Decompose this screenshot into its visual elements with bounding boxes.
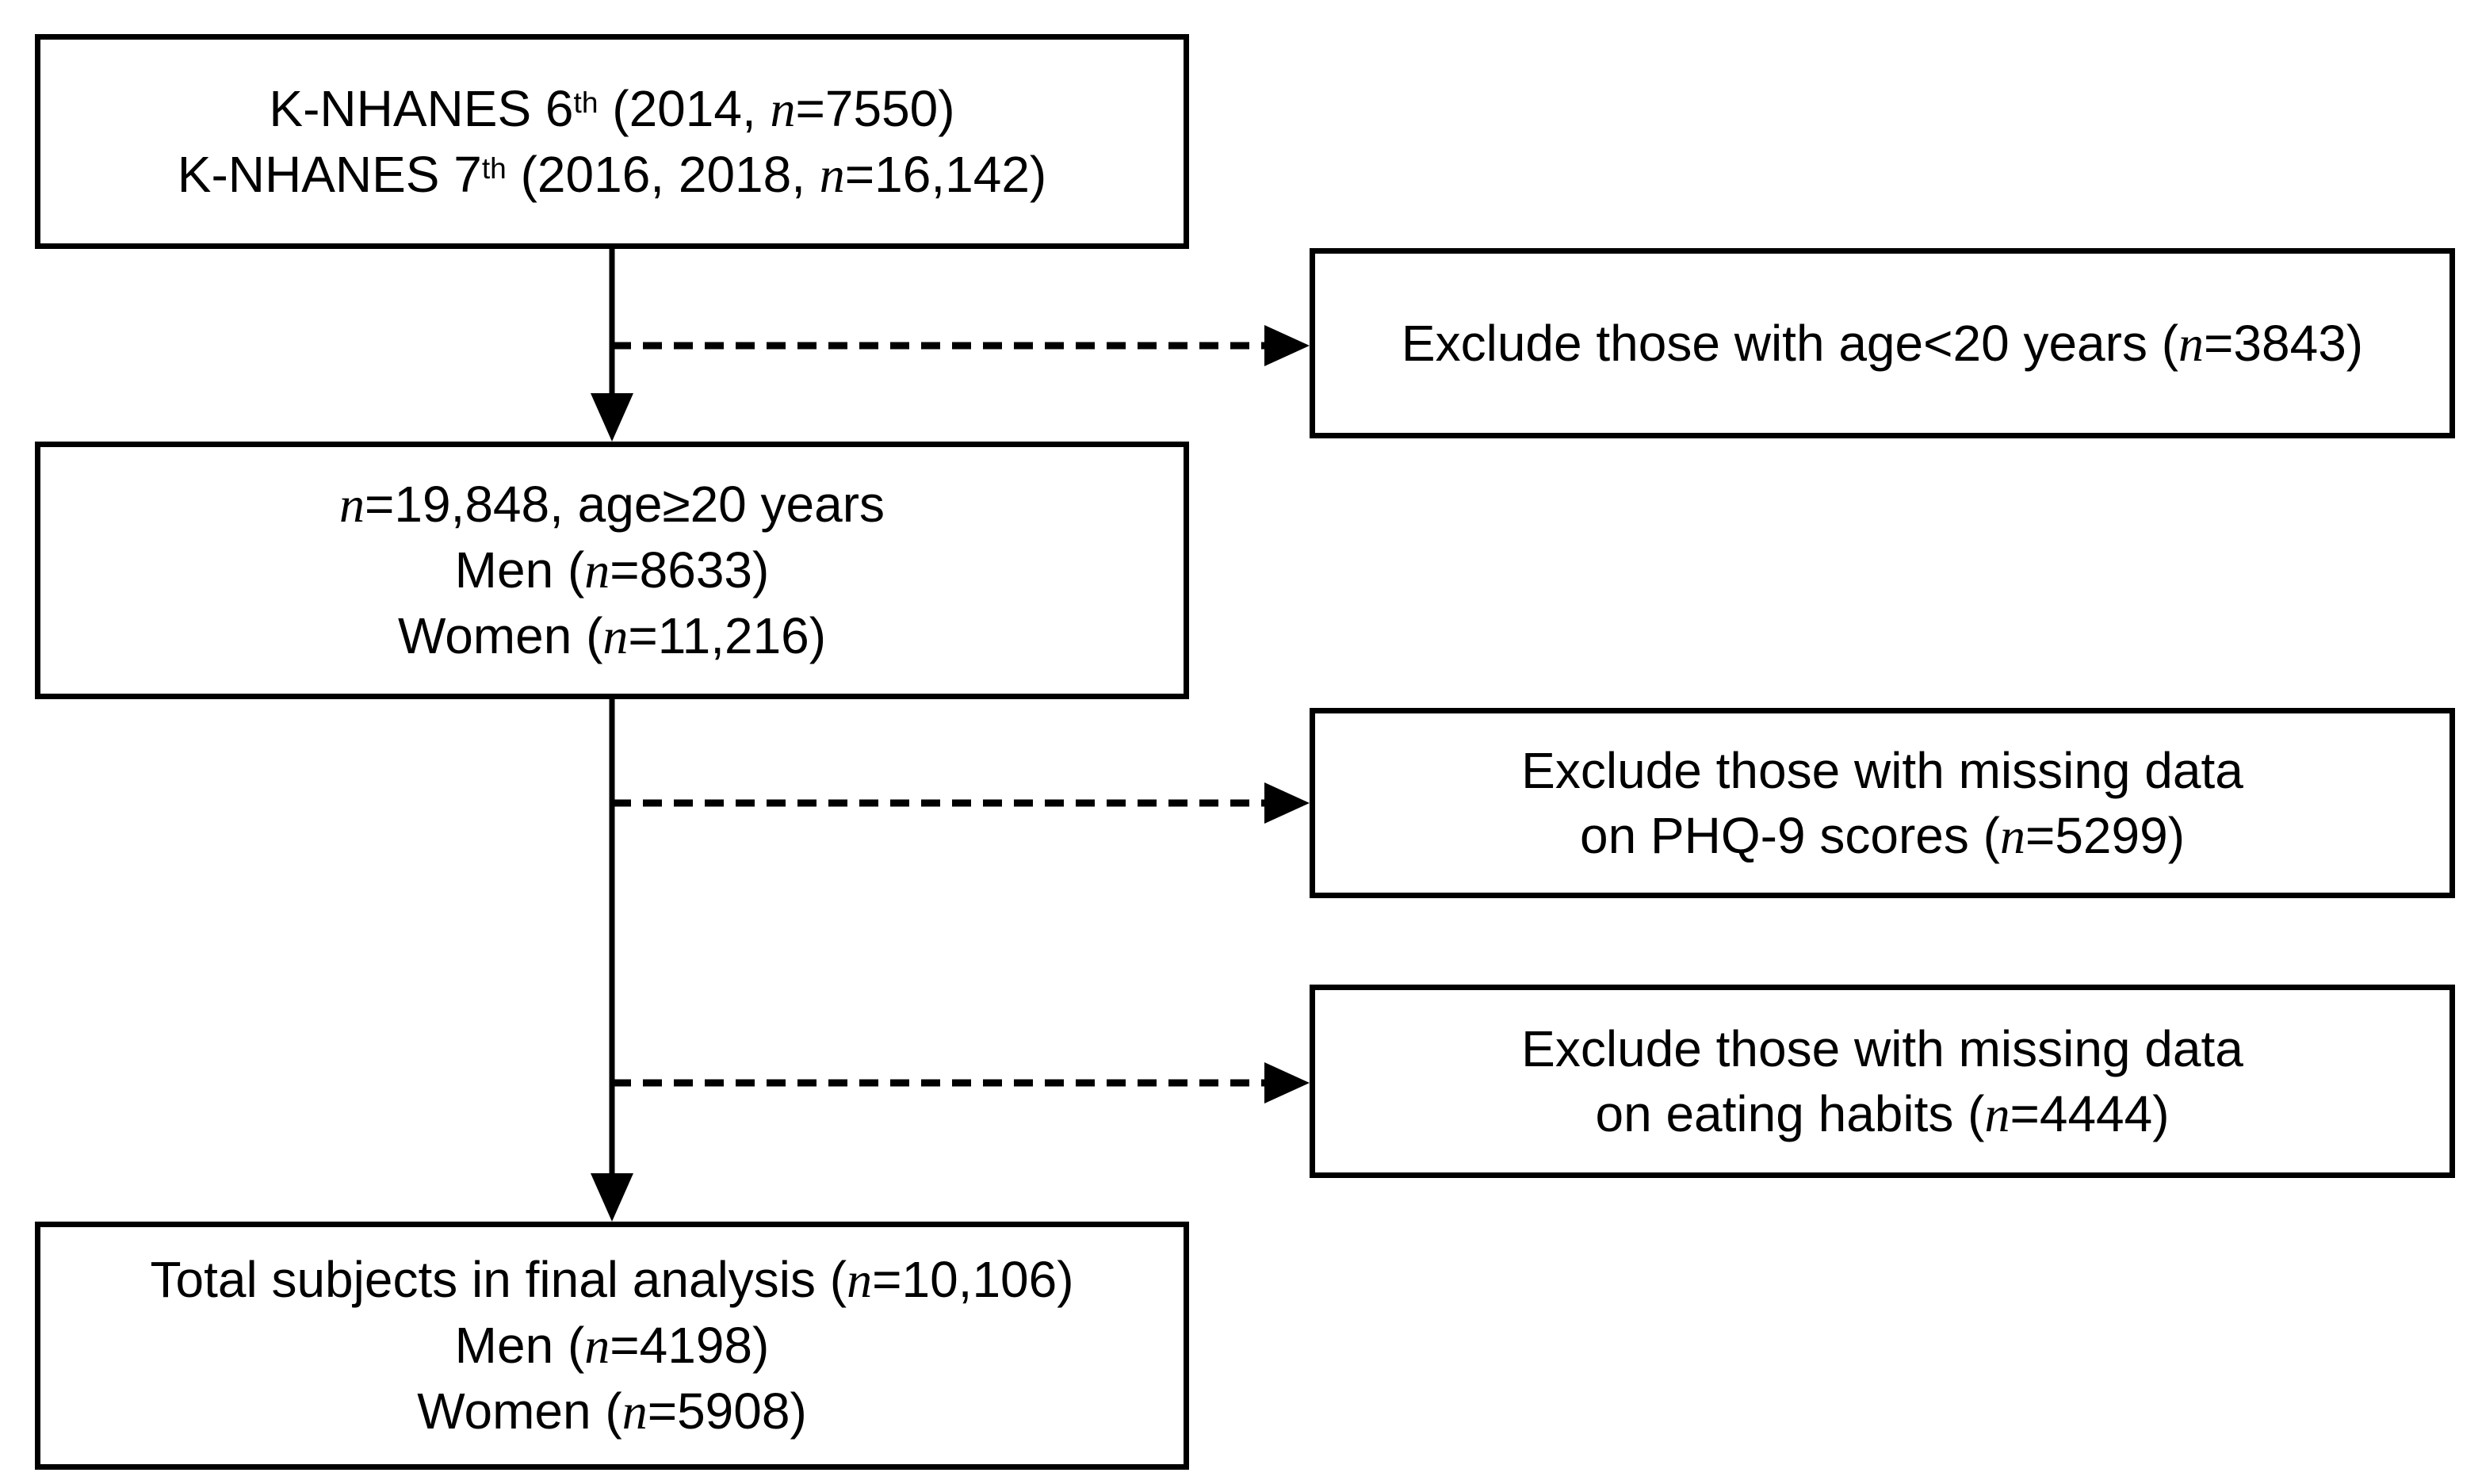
italic-n-symbol: n [1999,807,2025,864]
text-segment: K-NHANES 6 [269,79,574,137]
text-segment: K-NHANES 7 [177,145,482,203]
text-segment: on eating habits ( [1595,1084,1985,1142]
box-line: on eating habits (n=4444) [1595,1081,2169,1147]
text-segment: Women ( [397,607,603,664]
sample-size-value: =4444) [2010,1084,2170,1142]
text-segment: on PHQ-9 scores ( [1580,806,2000,864]
text-segment: Men ( [454,541,585,599]
italic-n-symbol: n [2178,315,2205,372]
box-line: Women (n=11,216) [398,603,826,669]
sample-size-value: =3843) [2204,314,2364,372]
text-segment: Men ( [454,1317,585,1374]
box-line: Total subjects in final analysis (n=10,1… [150,1247,1073,1313]
text-segment: Exclude those with age<20 years ( [1401,314,2179,372]
arrowhead-down-icon [591,1173,633,1222]
sample-size-value: =19,848, age≥20 years [364,476,885,533]
box-line: Exclude those with missing data [1521,738,2243,803]
box-line: K-NHANES 6th (2014, n=7550) [269,76,954,142]
box-line: Men (n=8633) [455,537,770,603]
box-line: n=19,848, age≥20 years [339,472,885,537]
box-line: on PHQ-9 scores (n=5299) [1580,803,2185,869]
italic-n-symbol: n [847,1252,873,1308]
italic-n-symbol: n [1984,1085,2010,1142]
text-segment: (2016, 2018, [506,145,820,203]
italic-n-symbol: n [770,80,796,137]
text-segment: Exclude those with missing data [1521,1019,2243,1077]
sample-size-value: =10,106) [872,1251,1074,1308]
text-segment: Total subjects in final analysis ( [150,1251,847,1308]
sample-size-value: =5908) [647,1383,807,1440]
arrowhead-right-icon [1264,1062,1310,1103]
box-line: Exclude those with age<20 years (n=3843) [1402,311,2363,377]
italic-n-symbol: n [819,146,845,203]
italic-n-symbol: n [584,1318,610,1374]
box-final-analysis: Total subjects in final analysis (n=10,1… [35,1222,1189,1470]
sample-size-value: =4198) [610,1317,770,1374]
italic-n-symbol: n [621,1383,648,1440]
box-knhanes-source: K-NHANES 6th (2014, n=7550) K-NHANES 7th… [35,34,1189,249]
sample-size-value: =11,216) [628,607,827,664]
italic-n-symbol: n [602,608,629,664]
text-segment: (2014, [598,79,771,137]
text-segment: Women ( [417,1383,622,1440]
arrowhead-right-icon [1264,325,1310,366]
box-age-filtered: n=19,848, age≥20 years Men (n=8633) Wome… [35,442,1189,699]
box-exclude-eating: Exclude those with missing data on eatin… [1310,985,2455,1178]
superscript-ordinal: th [573,85,599,119]
sample-size-value: =5299) [2025,806,2185,864]
arrowhead-down-icon [591,393,633,442]
box-line: Men (n=4198) [455,1313,770,1379]
sample-size-value: =16,142) [844,145,1047,203]
arrowhead-right-icon [1264,782,1310,824]
box-exclude-phq9: Exclude those with missing data on PHQ-9… [1310,708,2455,898]
sample-size-value: =8633) [610,541,770,599]
box-line: K-NHANES 7th (2016, 2018, n=16,142) [178,142,1046,208]
superscript-ordinal: th [481,151,507,185]
sample-size-value: =7550) [795,79,955,137]
italic-n-symbol: n [338,476,365,533]
italic-n-symbol: n [584,542,610,599]
box-exclude-age: Exclude those with age<20 years (n=3843) [1310,248,2455,438]
text-segment: Exclude those with missing data [1521,741,2243,799]
box-line: Women (n=5908) [417,1379,807,1444]
box-line: Exclude those with missing data [1521,1016,2243,1081]
